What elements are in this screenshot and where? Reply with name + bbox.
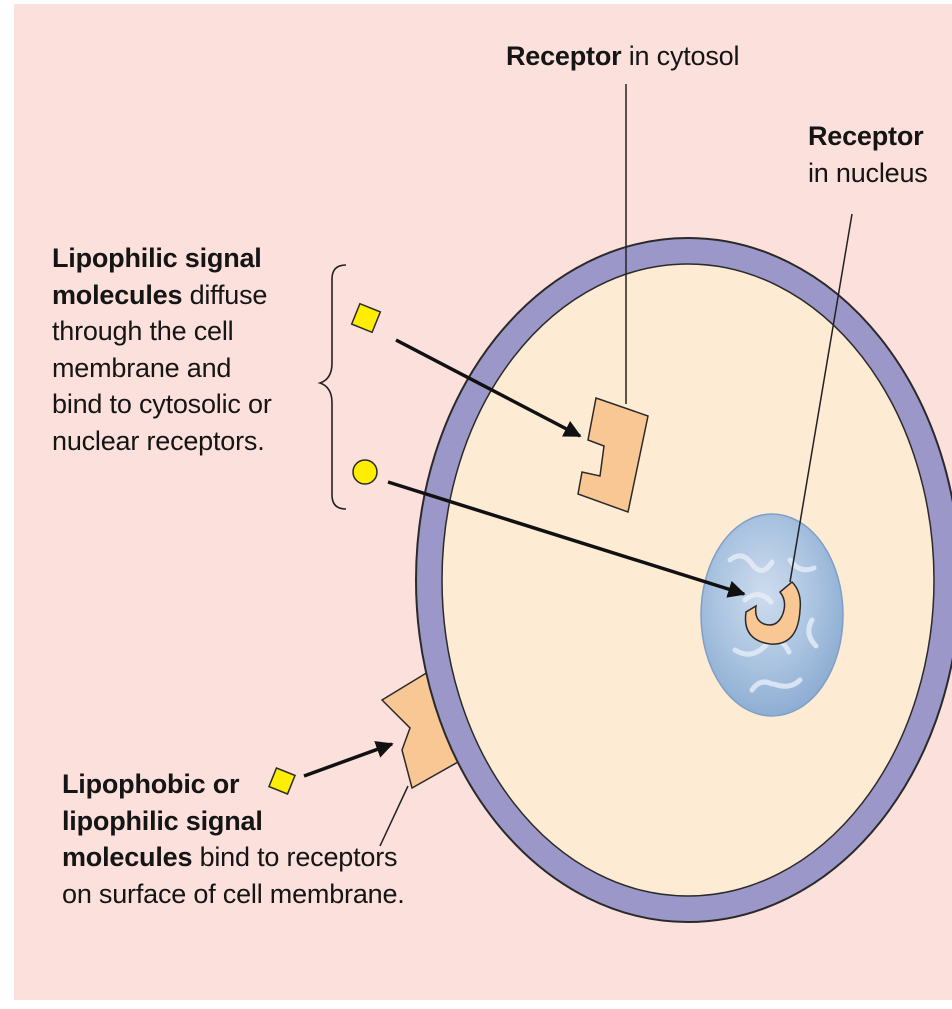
lipophobic-line3-bold: molecules (62, 842, 192, 872)
cytosol-receptor-label: Receptor in cytosol (506, 38, 739, 75)
lipophilic-line6: nuclear receptors. (52, 423, 272, 460)
lipophilic-line5: bind to cytosolic or (52, 386, 272, 423)
cytosol-receptor-label-bold: Receptor (506, 41, 621, 71)
nucleus-icon (701, 514, 843, 716)
lipophilic-line1: Lipophilic signal (52, 243, 262, 273)
cytoplasm (442, 264, 934, 896)
round-signal-molecule-icon (353, 460, 377, 484)
nuclear-receptor-label-bold: Receptor (808, 121, 923, 151)
lipophilic-line2-rest: diffuse (182, 280, 267, 310)
lipophobic-line1: Lipophobic or (62, 769, 239, 799)
nuclear-receptor-label: Receptor in nucleus (808, 118, 928, 191)
nuclear-receptor-label-rest: in nucleus (808, 155, 928, 192)
lipophilic-line4: membrane and (52, 350, 272, 387)
lipophilic-line3: through the cell (52, 313, 272, 350)
lipophobic-line3-rest: bind to receptors (192, 842, 397, 872)
lipophobic-line2: lipophilic signal (62, 806, 263, 836)
cytosol-receptor-label-rest: in cytosol (621, 41, 739, 71)
lipophobic-line4: on surface of cell membrane. (62, 876, 405, 913)
lipophilic-line2-bold: molecules (52, 280, 182, 310)
lipophobic-label: Lipophobic or lipophilic signal molecule… (62, 766, 405, 912)
lipophilic-label: Lipophilic signal molecules diffuse thro… (52, 240, 272, 459)
